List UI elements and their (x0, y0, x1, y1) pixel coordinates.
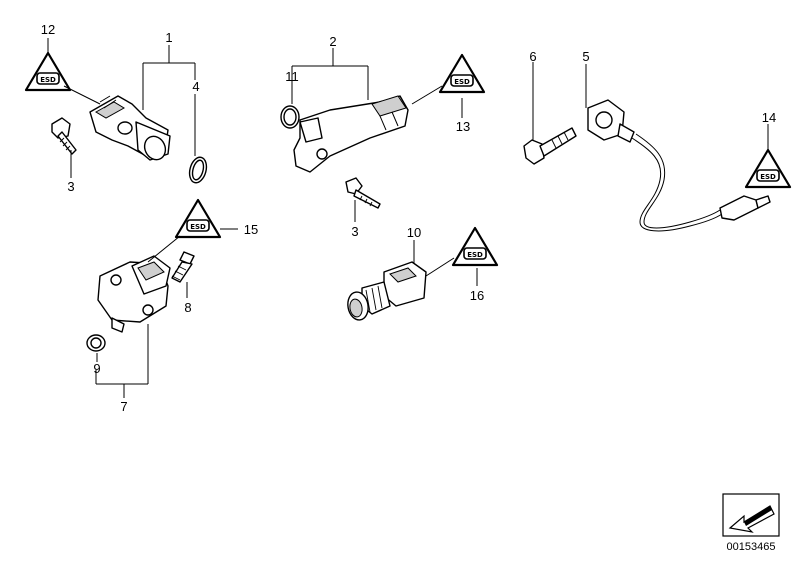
esd-warning-icon-12: ESD (24, 51, 72, 92)
pressure-sensor-part-7 (97, 255, 171, 333)
callout-4: 4 (192, 79, 199, 94)
svg-text:ESD: ESD (454, 78, 470, 86)
callout-14: 14 (762, 110, 776, 125)
callout-2: 2 (329, 34, 336, 49)
crankshaft-sensor-part-1 (89, 95, 171, 161)
svg-text:ESD: ESD (40, 76, 56, 84)
o-ring-part-4 (188, 156, 208, 184)
esd-warning-icon-13: ESD (438, 53, 486, 94)
callout-9: 9 (93, 361, 100, 376)
o-ring-part-11 (280, 105, 300, 129)
callout-8: 8 (184, 300, 191, 315)
image-code: 00153465 (727, 541, 776, 553)
leader-lines (47, 38, 769, 398)
callout-7: 7 (120, 399, 127, 414)
o-ring-part-9 (86, 334, 106, 352)
callout-10: 10 (407, 225, 421, 240)
esd-warning-icon-14: ESD (744, 148, 792, 189)
bolt-part-6 (523, 127, 577, 165)
callout-3-center: 3 (351, 224, 358, 239)
callout-11: 11 (285, 69, 299, 84)
esd-warning-icon-16: ESD (451, 226, 499, 267)
screw-part-8 (171, 251, 195, 283)
callout-15: 15 (244, 222, 258, 237)
svg-text:ESD: ESD (190, 223, 206, 231)
camshaft-sensor-part-2 (293, 95, 409, 173)
callout-13: 13 (456, 119, 470, 134)
svg-text:ESD: ESD (760, 173, 776, 181)
svg-text:ESD: ESD (467, 251, 483, 259)
callout-6: 6 (529, 49, 536, 64)
bolt-part-3-center (345, 177, 381, 209)
callout-16: 16 (470, 288, 484, 303)
direction-arrow-icon (722, 493, 780, 537)
esd-warning-icon-15: ESD (174, 198, 222, 239)
callout-5: 5 (582, 49, 589, 64)
callout-1: 1 (165, 30, 172, 45)
callout-12: 12 (41, 22, 55, 37)
callout-3-left: 3 (67, 179, 74, 194)
knock-sensor-part-5 (587, 99, 771, 232)
temperature-sensor-part-10 (347, 261, 427, 321)
bolt-part-3-left (51, 117, 77, 155)
